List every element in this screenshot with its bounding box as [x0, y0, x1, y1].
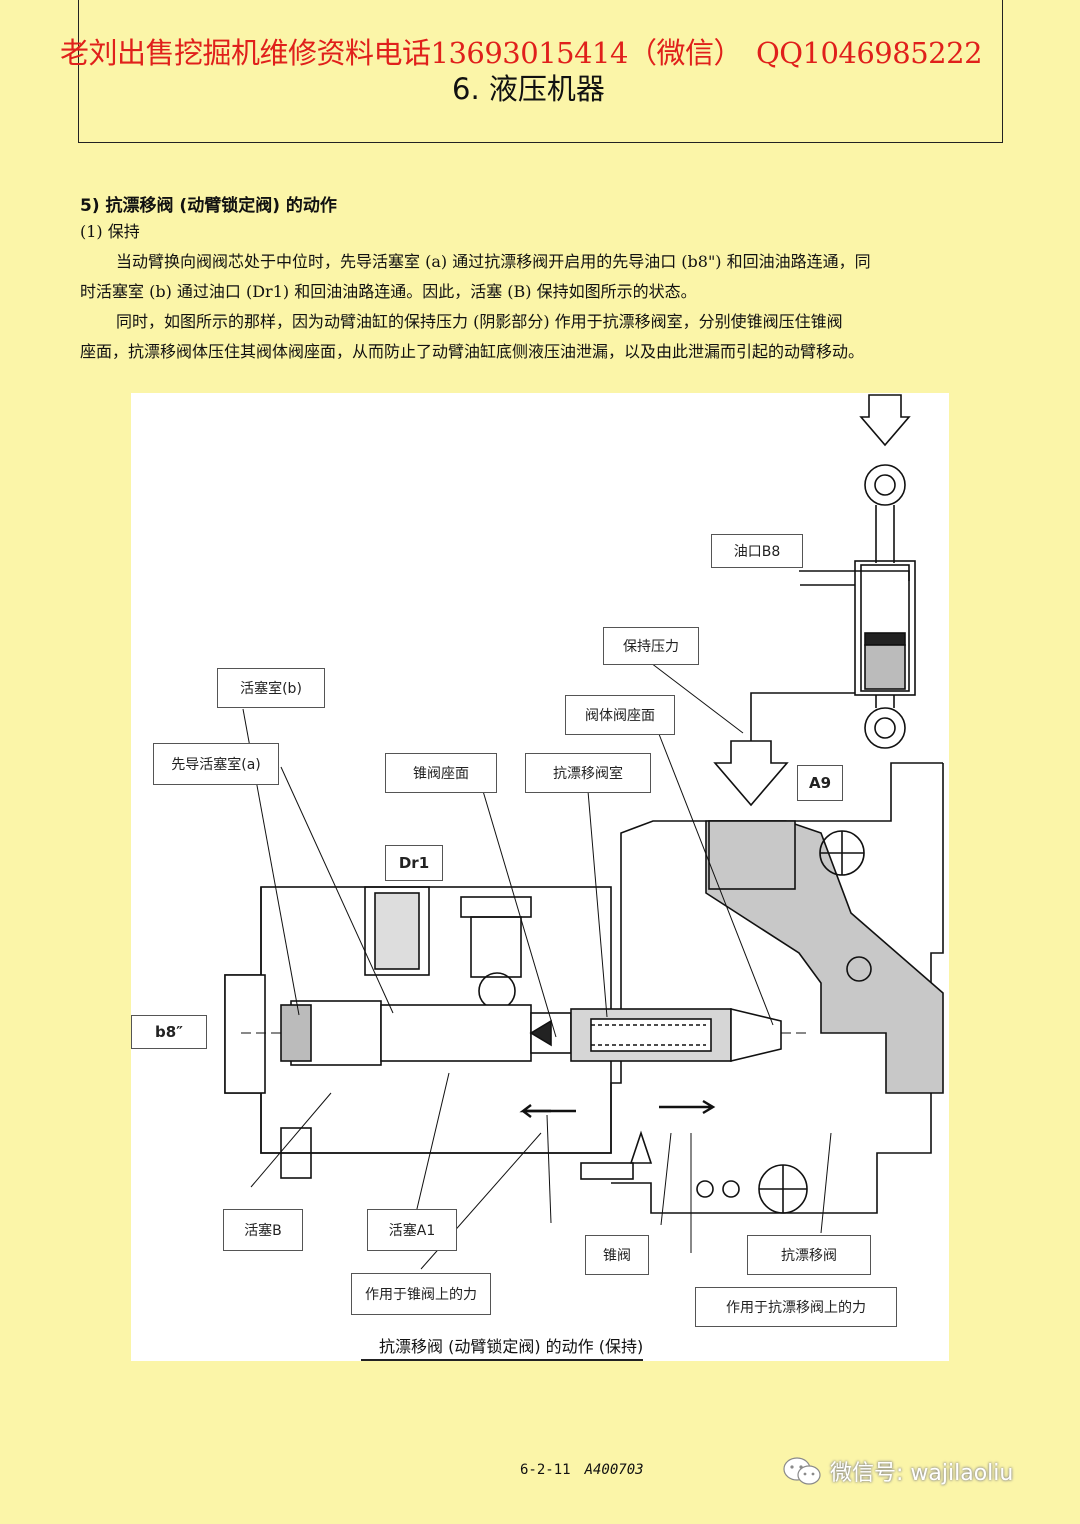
boom-cylinder	[854, 560, 916, 696]
document-code: A400703	[584, 1462, 644, 1478]
paragraph-2-line-1: 同时，如图所示的那样，因为动臂油缸的保持压力 (阴影部分) 作用于抗漂移阀室，分…	[116, 312, 843, 331]
pressure-arrow-icon	[713, 740, 789, 807]
valve-diagram: 油口B8 保持压力 活塞室(b) 阀体阀座面 先导活塞室(a) 锥阀座面 抗漂移…	[131, 393, 949, 1361]
watermark-contact: 老刘出售挖掘机维修资料电话13693015414（微信） QQ104698522…	[60, 36, 983, 70]
label-piston-a1: 活塞A1	[367, 1209, 457, 1251]
label-piston-b: 活塞B	[223, 1209, 303, 1251]
section-title: 6. 液压机器	[452, 72, 605, 106]
label-valve-body-seat: 阀体阀座面	[565, 695, 675, 735]
label-piston-chamber-b: 活塞室(b)	[217, 668, 325, 708]
figure-caption: 抗漂移阀 (动臂锁定阀) 的动作 (保持)	[361, 1333, 644, 1361]
label-b8-double-prime: b8″	[131, 1015, 207, 1049]
label-anti-drift-valve: 抗漂移阀	[747, 1235, 871, 1275]
header-frame	[78, 0, 1003, 143]
label-anti-drift-chamber: 抗漂移阀室	[525, 753, 651, 793]
label-dr1: Dr1	[385, 845, 443, 881]
item-title: (1) 保持	[80, 222, 140, 241]
wechat-id: 微信号: wajilaoliu	[830, 1461, 1014, 1486]
label-force-on-poppet: 作用于锥阀上的力	[351, 1273, 491, 1315]
page-footer: 6-2-11 A400703	[520, 1462, 644, 1478]
body-text: (1) 保持 当动臂换向阀阀芯处于中位时，先导活塞室 (a) 通过抗漂移阀开启用…	[80, 217, 1005, 367]
paragraph-1-line-2: 时活塞室 (b) 通过油口 (Dr1) 和回油油路连通。因此，活塞 (B) 保持…	[80, 282, 697, 301]
label-poppet-seat: 锥阀座面	[385, 753, 497, 793]
page-number: 6-2-11	[520, 1462, 571, 1478]
label-force-on-anti-drift-valve: 作用于抗漂移阀上的力	[695, 1287, 897, 1327]
subheading: 5) 抗漂移阀 (动臂锁定阀) 的动作	[80, 196, 337, 216]
paragraph-1-line-1: 当动臂换向阀阀芯处于中位时，先导活塞室 (a) 通过抗漂移阀开启用的先导油口 (…	[116, 252, 871, 271]
paragraph-2-line-2: 座面，抗漂移阀体压住其阀体阀座面，从而防止了动臂油缸底侧液压油泄漏，以及由此泄漏…	[80, 342, 865, 361]
wechat-icon	[783, 1457, 821, 1485]
label-holding-pressure: 保持压力	[603, 627, 699, 665]
load-arrow-icon	[859, 394, 911, 447]
label-pilot-piston-chamber-a: 先导活塞室(a)	[153, 743, 279, 785]
label-port-b8: 油口B8	[711, 534, 803, 568]
label-poppet: 锥阀	[585, 1235, 649, 1275]
label-a9: A9	[797, 765, 843, 801]
wechat-watermark: 微信号: wajilaoliu	[782, 1455, 1013, 1487]
valve-drawing	[224, 394, 944, 1270]
